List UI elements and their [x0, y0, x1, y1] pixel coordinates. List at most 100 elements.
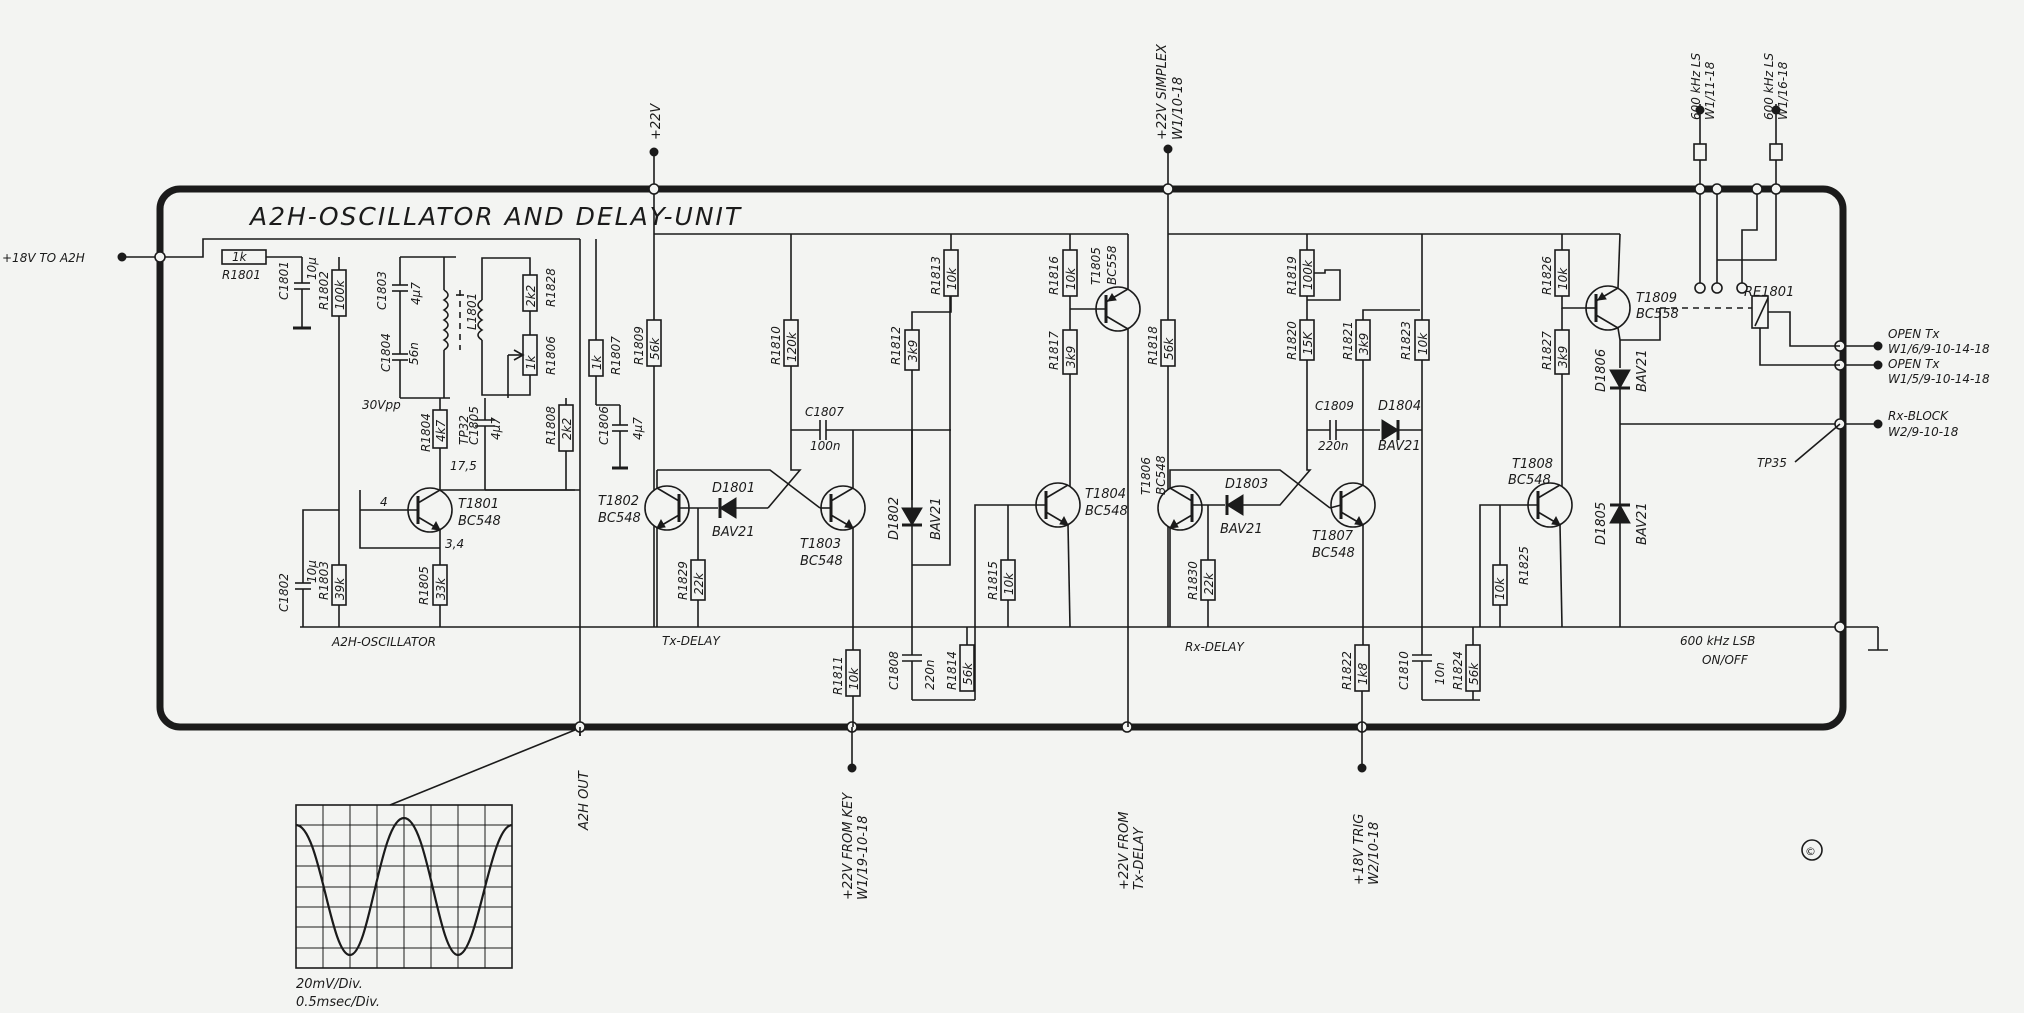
- r1823-label: R1823: [1399, 321, 1413, 360]
- wire-contact-d: [1717, 194, 1777, 261]
- label-lsb: 600 kHz LSB: [1680, 634, 1755, 648]
- d1806-type: BAV21: [1635, 349, 1650, 392]
- wire-relay-coil: [1620, 308, 1661, 341]
- resistor-r1803: [331, 564, 347, 606]
- c1805-value: 4μ7: [489, 417, 503, 440]
- label-22v-simplex: +22V SIMPLEX: [1155, 43, 1170, 140]
- t1806-collector: [1169, 487, 1193, 502]
- wire-r1813-r1812: [911, 296, 952, 330]
- r1805-value: 33k: [434, 577, 448, 600]
- r1802-value: 100k: [333, 279, 347, 310]
- wire-cross-b: [767, 430, 802, 509]
- wire-relay-tx1: [1768, 311, 1840, 347]
- t1809-collector: [1595, 314, 1619, 329]
- contact-f: [1711, 282, 1723, 294]
- terminal-simplex-board: [1162, 183, 1174, 195]
- transistor-t1807: [1330, 482, 1376, 528]
- t1808-arrow: [1551, 515, 1561, 526]
- c1808-label: C1808: [887, 651, 901, 690]
- t1809-type: BC558: [1636, 307, 1679, 322]
- label-18v-a2h: +18V TO A2H: [2, 251, 85, 265]
- r1828-value: 2k2: [524, 285, 538, 307]
- r1830-label: R1830: [1186, 561, 1200, 600]
- r1818-value: 56k: [1162, 337, 1176, 360]
- c1804-label: C1804: [379, 333, 393, 372]
- contact-d: [1770, 183, 1782, 195]
- wire-contact-c: [1741, 194, 1758, 288]
- c1809-label: C1809: [1315, 399, 1354, 413]
- wire-t1801-fb: [359, 490, 440, 549]
- c1810-label: C1810: [1397, 651, 1411, 690]
- t1805-label: T1805: [1089, 247, 1103, 285]
- terminal-22v-board: [648, 183, 660, 195]
- label-open-tx-1-ref: W1/6/9-10-14-18: [1888, 342, 1990, 356]
- r1801-label: R1801: [222, 268, 261, 282]
- r1830-value: 22k: [1202, 572, 1216, 595]
- r1812-label: R1812: [889, 326, 903, 365]
- t1809-arrow: [1597, 292, 1607, 301]
- diode-d1805: [1609, 503, 1631, 524]
- wire-t1809-collector: [1617, 327, 1621, 360]
- diode-d1801: [719, 497, 737, 519]
- c1802-value: 10μ: [305, 560, 319, 583]
- r1815-label: R1815: [986, 561, 1000, 600]
- r1809-value: 56k: [648, 337, 662, 360]
- r1821-value: 3k9: [1357, 333, 1371, 355]
- c1809-value: 220n: [1318, 439, 1349, 453]
- label-trig: +18V TRIG: [1352, 814, 1367, 885]
- wire-l1801-bot: [481, 340, 508, 396]
- wire-t1808-emi: [1559, 524, 1563, 628]
- r1804-value: 4k7: [434, 419, 448, 442]
- c1801-label: C1801: [277, 261, 291, 300]
- r1825-label: R1825: [1517, 546, 1531, 585]
- r1824-label: R1824: [1451, 651, 1465, 690]
- r1814-label: R1814: [945, 651, 959, 690]
- inductor-l1801: [477, 299, 484, 341]
- t1809-label: T1809: [1636, 291, 1677, 306]
- d1802-type: BAV21: [929, 497, 944, 540]
- rail-18v: [122, 238, 580, 258]
- d1803-label: D1803: [1225, 477, 1268, 492]
- connector-ls2: [1769, 143, 1783, 161]
- wire-r1819-wiper: [1307, 269, 1341, 301]
- r1801-value: 1k: [232, 250, 248, 264]
- t1807-arrow: [1354, 515, 1364, 526]
- r1806-label: R1806: [544, 336, 558, 375]
- label-a2h-out: A2H OUT: [577, 770, 592, 831]
- diagram-title: A2H-OSCILLATOR AND DELAY-UNIT: [248, 202, 742, 231]
- contact-g: [1736, 282, 1748, 294]
- copyright-mark: ©: [1805, 845, 1816, 858]
- d1804-label: D1804: [1378, 399, 1421, 414]
- r1806-value: 1k: [524, 354, 538, 370]
- c1803-label: C1803: [375, 271, 389, 310]
- label-osc-section: A2H-OSCILLATOR: [331, 635, 436, 649]
- t1801-type: BC548: [458, 514, 501, 529]
- r1825-value: 10k: [1493, 577, 1507, 600]
- label-rx-block: Rx-BLOCK: [1888, 409, 1949, 423]
- contact-c: [1751, 183, 1763, 195]
- label-txdelay-1: +22V FROM: [1117, 812, 1132, 890]
- d1805-type: BAV21: [1635, 502, 1650, 545]
- t1801-label: T1801: [458, 497, 499, 512]
- r1826-value: 10k: [1556, 267, 1570, 290]
- r1827-label: R1827: [1540, 331, 1554, 370]
- resistor-r1818: [1160, 319, 1176, 367]
- board-outline: [156, 185, 1847, 731]
- d1804-type: BAV21: [1378, 439, 1421, 454]
- t1802-arrow: [656, 518, 666, 529]
- r1817-label: R1817: [1047, 331, 1061, 370]
- r1818-label: R1818: [1146, 326, 1160, 365]
- wire-r1821-top: [1362, 309, 1420, 320]
- tp32-label: TP32: [457, 415, 471, 445]
- r1804-label: R1804: [419, 413, 433, 452]
- label-key: +22V FROM KEY: [841, 792, 856, 900]
- terminal-22v-simplex: [1163, 144, 1173, 154]
- wire-d1803-cross-b: [1243, 430, 1312, 506]
- t1805-collector: [1105, 315, 1129, 330]
- scope-leader: [389, 729, 576, 806]
- label-tx-delay: Tx-DELAY: [662, 634, 721, 648]
- label-open-tx-1: OPEN Tx: [1888, 327, 1940, 341]
- label-rx-delay: Rx-DELAY: [1185, 640, 1245, 654]
- t1807-type: BC548: [1312, 546, 1355, 561]
